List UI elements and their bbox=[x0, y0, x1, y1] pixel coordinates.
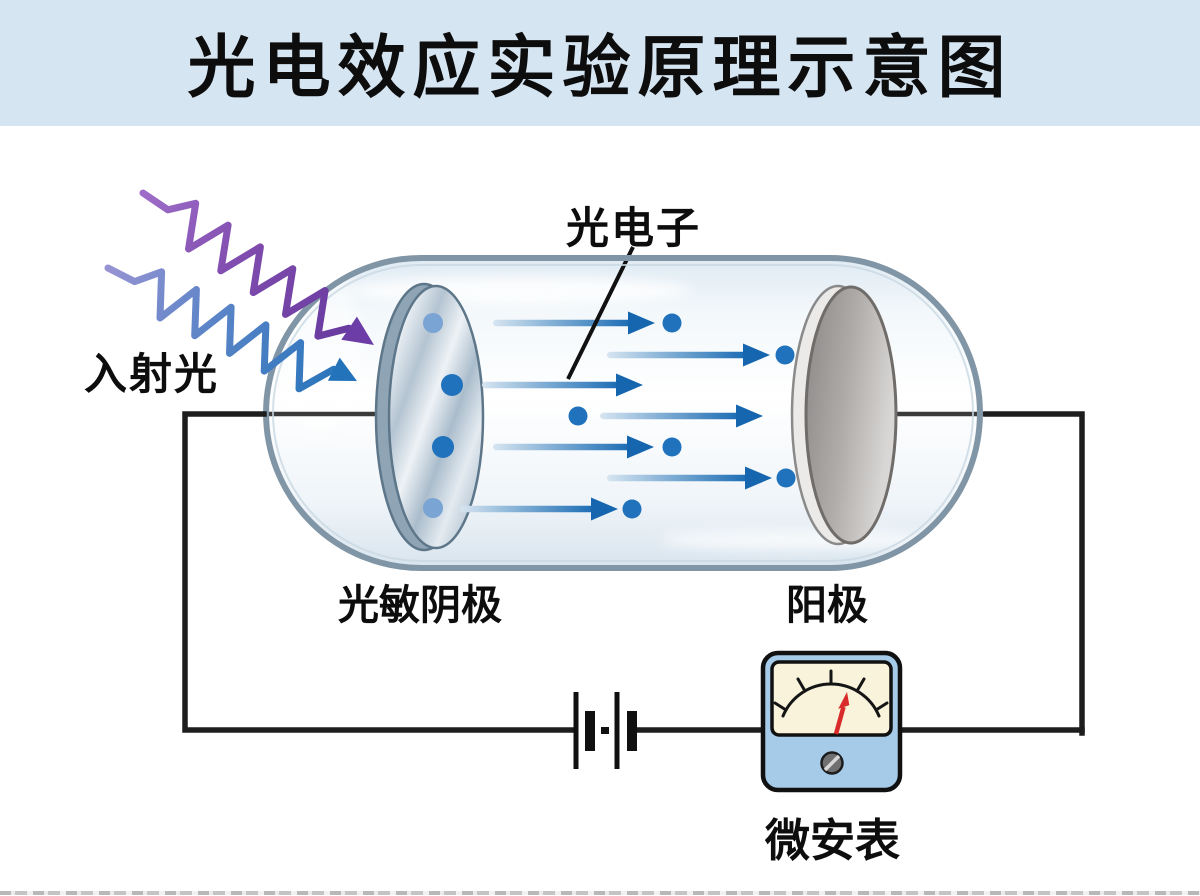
cathode-electron-dot bbox=[441, 374, 463, 396]
anode-disc bbox=[790, 284, 898, 546]
electron-arrow-head bbox=[616, 373, 643, 397]
scan-noise-strip bbox=[0, 891, 1200, 895]
cathode-electron-dots bbox=[423, 313, 463, 518]
screw-icon bbox=[820, 751, 844, 775]
title-band: 光电效应实验原理示意图 bbox=[0, 0, 1200, 126]
electron-dot bbox=[662, 437, 682, 457]
microammeter-label: 微安表 bbox=[764, 815, 900, 866]
blue-wave-arrowhead bbox=[327, 357, 357, 381]
tube-outline bbox=[263, 255, 983, 571]
battery-symbol bbox=[573, 692, 637, 769]
photoelectron-label: 光电子 bbox=[566, 205, 701, 253]
electron-arrow-shaft bbox=[482, 381, 619, 389]
electron-arrow-shaft bbox=[607, 351, 746, 359]
microammeter-dial bbox=[770, 660, 893, 737]
electron-arrow-shaft bbox=[460, 505, 594, 513]
light-wave-purple bbox=[139, 189, 353, 340]
purple-wave-arrowhead bbox=[341, 316, 374, 345]
electron-dot bbox=[775, 345, 795, 365]
electron-arrow-head bbox=[743, 343, 770, 367]
cathode-disc bbox=[374, 282, 485, 552]
electron-arrow-head bbox=[736, 404, 763, 428]
electron-dot bbox=[622, 499, 642, 519]
electron-arrow-head bbox=[745, 466, 772, 490]
electron-arrow-head bbox=[628, 311, 655, 335]
photoelectron-leader-line bbox=[566, 246, 635, 380]
microammeter bbox=[760, 650, 903, 793]
meter-needle bbox=[833, 692, 850, 735]
page-title: 光电效应实验原理示意图 bbox=[187, 29, 1013, 106]
tube-highlight-bottom bbox=[660, 530, 940, 550]
cathode-electron-dot bbox=[423, 313, 443, 333]
electron-arrow-shaft bbox=[493, 443, 630, 451]
cathode-electron-dot bbox=[432, 436, 454, 458]
light-wave-blue bbox=[104, 264, 338, 393]
electron-arrow-head bbox=[627, 435, 654, 459]
anode-label: 阳极 bbox=[786, 582, 868, 628]
electron-arrow-shaft bbox=[600, 412, 739, 420]
tube-inner-rim bbox=[272, 264, 974, 562]
cathode-label: 光敏阴极 bbox=[338, 582, 502, 628]
electron-arrow-shaft bbox=[607, 474, 748, 482]
incident-light-label: 入射光 bbox=[84, 351, 219, 399]
electron-arrows bbox=[460, 311, 796, 521]
cathode-electron-dot bbox=[423, 498, 443, 518]
incident-light-waves bbox=[104, 189, 374, 393]
electron-dot bbox=[568, 406, 588, 426]
electron-arrow-head bbox=[591, 497, 618, 521]
electron-dot bbox=[776, 468, 796, 488]
electron-dot bbox=[662, 313, 682, 333]
electron-arrow-shaft bbox=[493, 319, 631, 327]
